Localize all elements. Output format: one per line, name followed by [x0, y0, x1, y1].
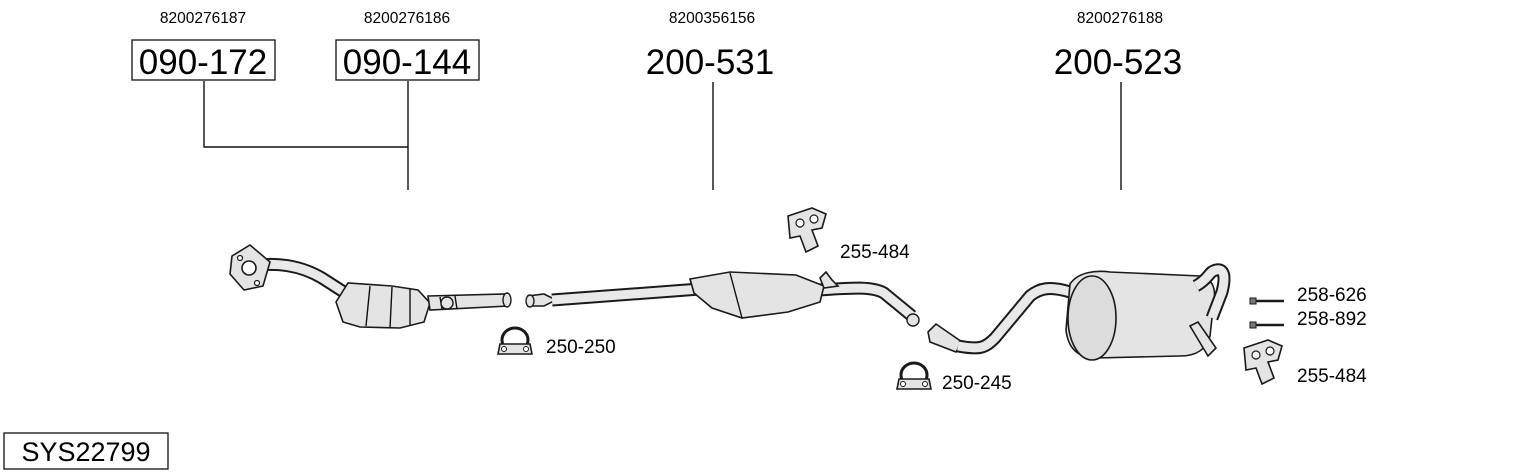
oem-number-090-172: 8200276187 — [160, 10, 246, 27]
rubber-hanger-right[interactable] — [1243, 339, 1283, 386]
rubber-hanger-mid[interactable] — [787, 207, 827, 254]
callout-bolt-top: 258-626 — [1297, 285, 1367, 306]
part-number-090-144[interactable]: 090-144 — [343, 43, 471, 82]
callout-bolt-bottom: 258-892 — [1297, 309, 1367, 330]
bolt-icon-258-626[interactable] — [1249, 297, 1284, 305]
clamp-icon-250-250[interactable] — [497, 326, 533, 355]
oem-number-200-523: 8200276188 — [1077, 10, 1163, 27]
callout-hanger-right: 255-484 — [1297, 366, 1367, 387]
oem-number-200-531: 8200356156 — [669, 10, 755, 27]
rear-silencer[interactable] — [927, 263, 1231, 361]
part-number-090-172[interactable]: 090-172 — [139, 43, 267, 82]
bolt-icon-258-892[interactable] — [1249, 321, 1284, 329]
clamp-icon-250-245[interactable] — [896, 361, 932, 390]
part-box-090-144 — [335, 39, 480, 81]
callout-clamp-mid: 250-245 — [942, 373, 1012, 394]
leader-lines — [203, 81, 1122, 190]
front-pipe-catalytic-converter[interactable] — [229, 244, 512, 329]
system-code: SYS22799 — [21, 437, 150, 467]
middle-silencer-pipe[interactable] — [525, 270, 920, 327]
part-number-200-531[interactable]: 200-531 — [646, 43, 774, 82]
oem-number-090-144: 8200276186 — [364, 10, 450, 27]
part-box-090-172 — [131, 39, 276, 81]
callout-hanger-mid: 255-484 — [840, 242, 910, 263]
callout-clamp-left: 250-250 — [546, 337, 616, 358]
system-code-box — [3, 432, 169, 470]
part-number-200-523[interactable]: 200-523 — [1054, 43, 1182, 82]
